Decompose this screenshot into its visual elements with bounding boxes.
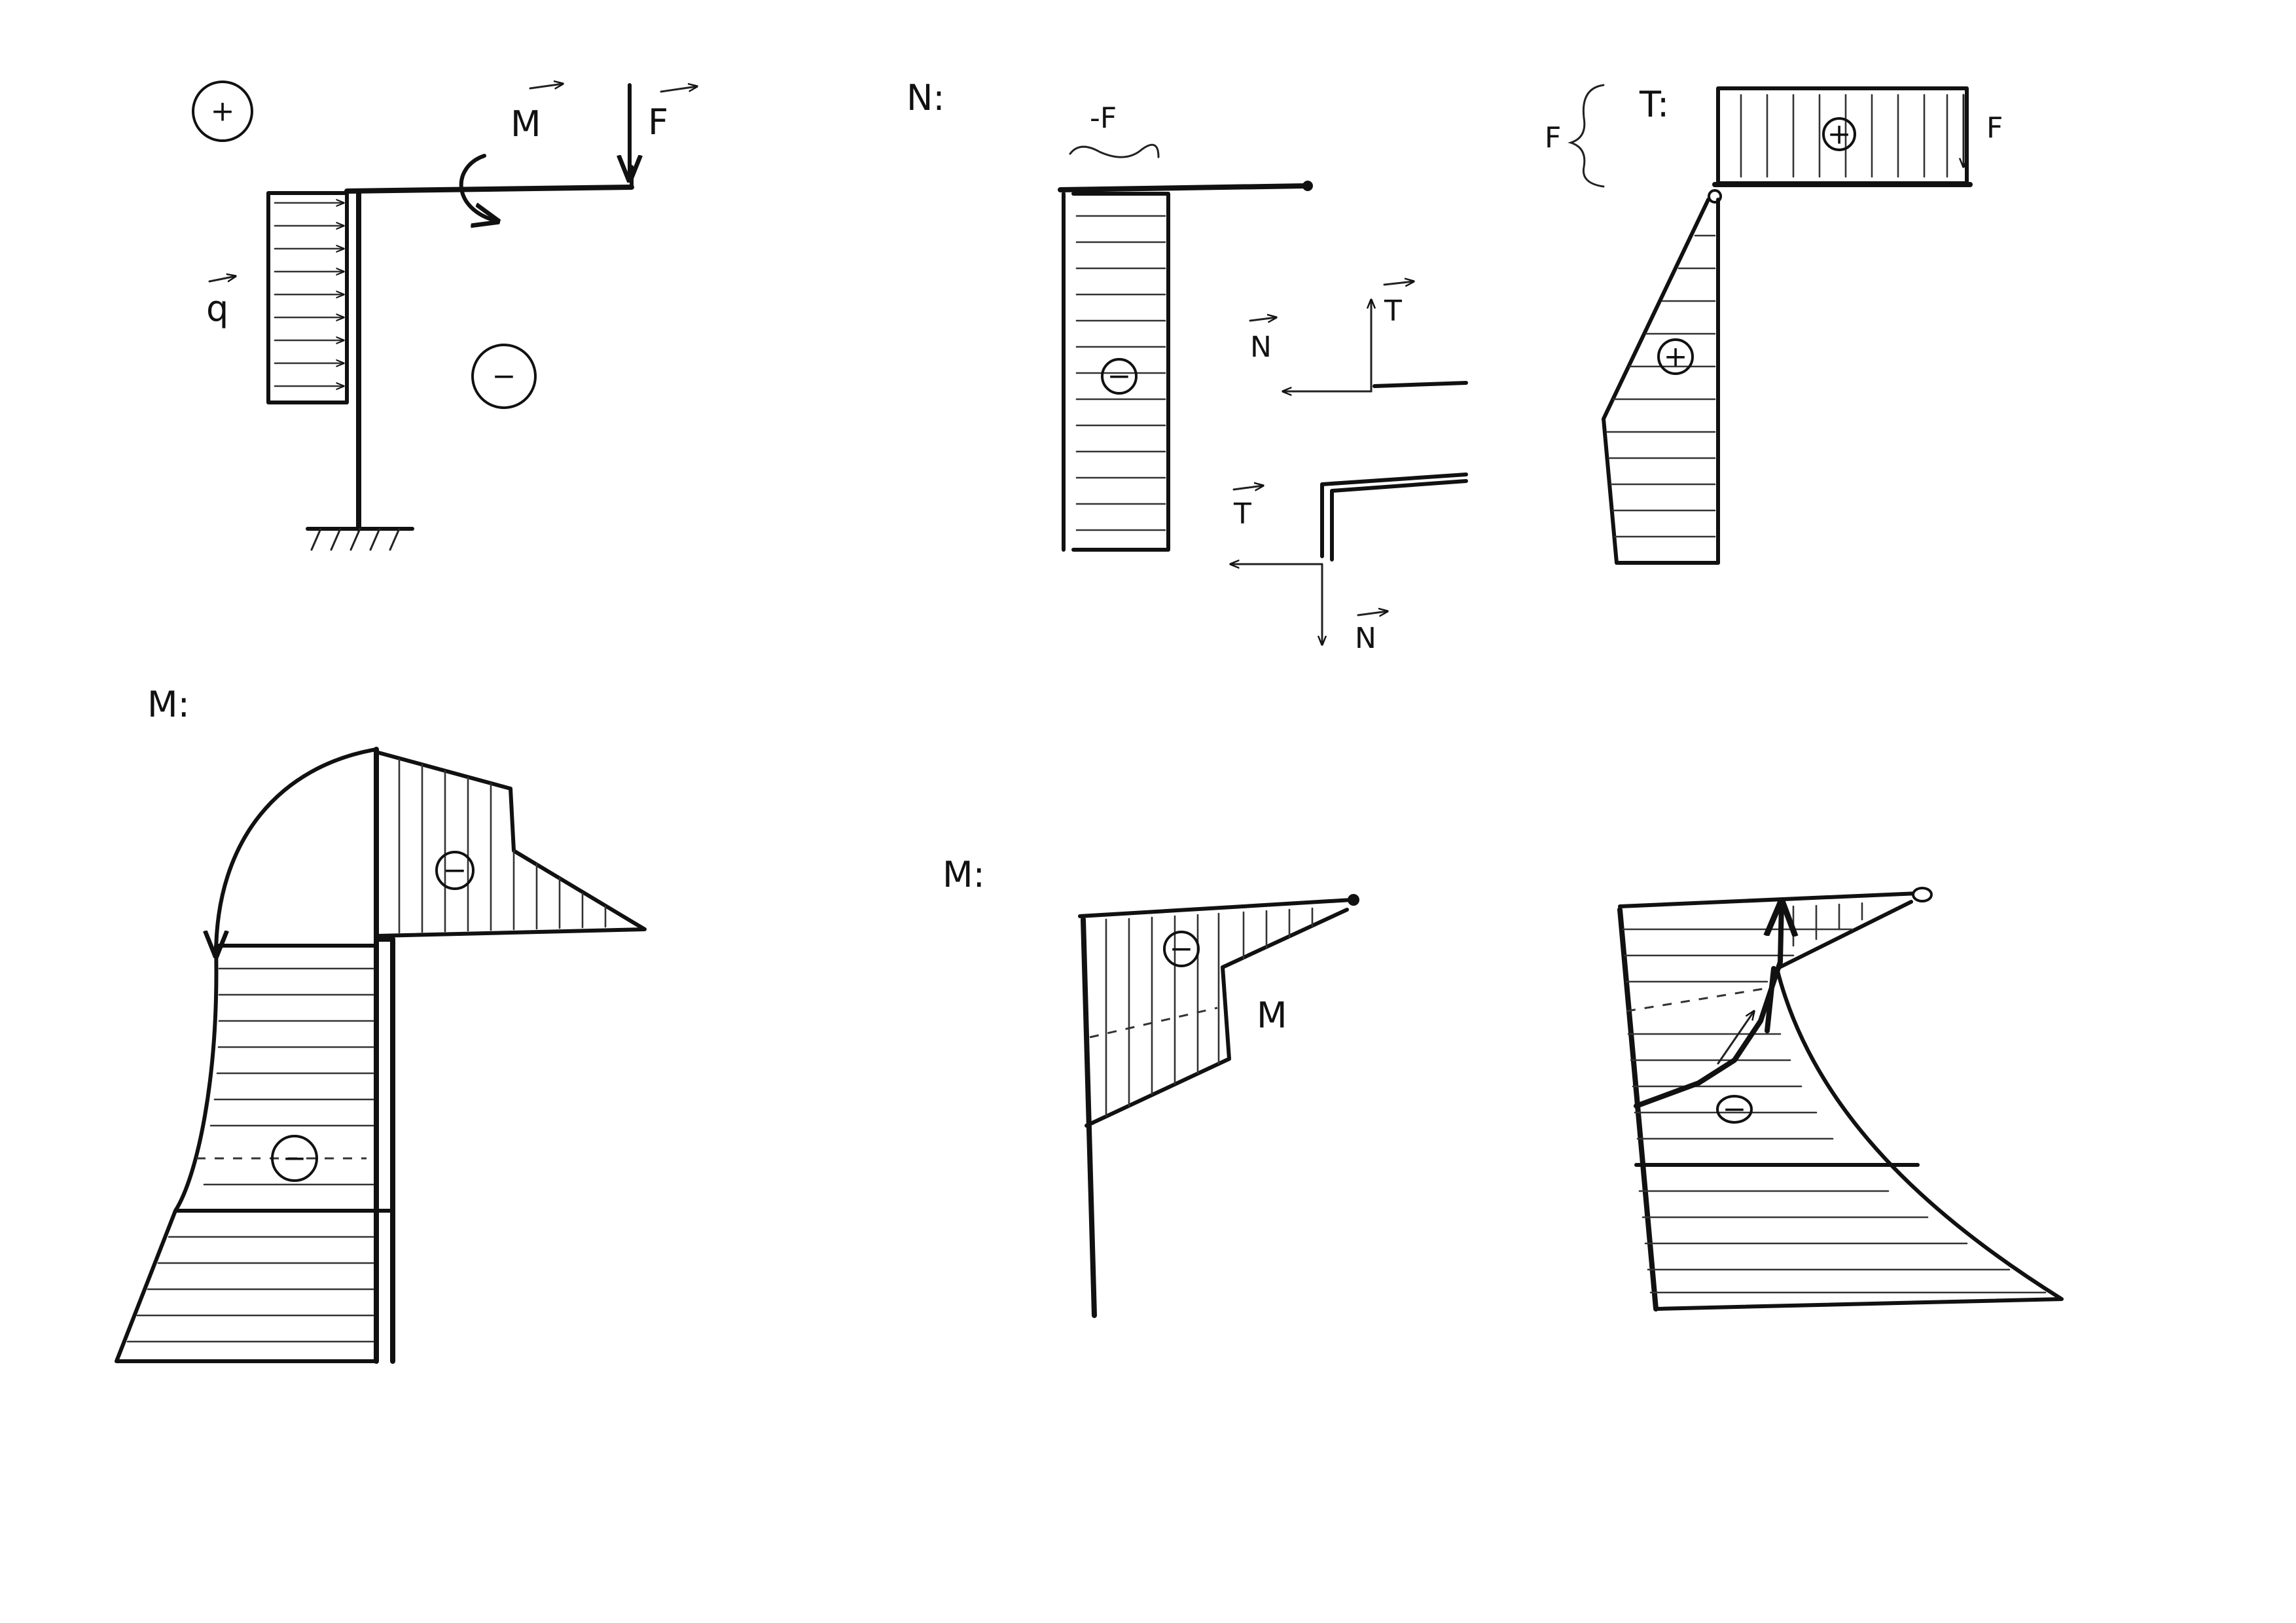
fbd2-T-label: T (1233, 497, 1251, 531)
load-vector-arrow (208, 276, 236, 281)
neg-F-brace (1069, 143, 1160, 158)
M-left-upper-hatch (398, 758, 607, 934)
negative-convention-circle (471, 344, 537, 409)
M-left-upper-sign-circle (435, 851, 475, 890)
T-beam-sign: + (1827, 118, 1852, 151)
M-right-moment-step (1765, 966, 1776, 1033)
moment-diagram-left: M: − − (115, 684, 647, 1364)
T-beam-sign-circle (1822, 117, 1856, 151)
moment-vector-arrow (529, 84, 563, 88)
N-beam (1058, 183, 1308, 192)
moment-arrow (459, 154, 497, 221)
M-left-upper-sign: − (443, 854, 467, 887)
M-mid-sign-circle (1163, 931, 1200, 967)
M-mid-sign: − (1170, 933, 1194, 966)
T-F-brace (1568, 84, 1605, 188)
M-mid-beam (1078, 898, 1354, 918)
negative-convention-sign: − (492, 360, 516, 393)
T-column-diagram (1602, 198, 1720, 565)
M-left-lower-hatch (126, 967, 374, 1343)
normal-diagram-title: N: (906, 77, 945, 118)
M-right-moment-path (1634, 903, 1782, 1109)
moment-label: M (511, 103, 541, 145)
M-mid-dashed-line (1089, 1007, 1218, 1039)
M-right-sign-circle (1716, 1095, 1753, 1124)
M-right-beam-end-node (1912, 887, 1933, 902)
M-left-lower-sign-circle (271, 1135, 318, 1182)
fbd2-N-label: N (1355, 622, 1376, 655)
T-end-F-label: F (1986, 111, 2003, 145)
M-mid-column-axis (1081, 917, 1097, 1318)
T-beam-hatch (1740, 94, 1948, 178)
M-right-column-axis (1617, 907, 1659, 1311)
M-right-sign: − (1723, 1093, 1747, 1126)
M-mid-hatch (1105, 907, 1314, 1117)
T-column-sign: + (1664, 340, 1688, 374)
M-right-dashed-line (1626, 987, 1768, 1012)
shear-force-diagram: F T: + F + (1545, 84, 2003, 565)
M-mid-beam-end-dot (1348, 894, 1359, 906)
T-column-sign-circle (1657, 338, 1694, 375)
moment-diagram-middle: M: − M (942, 854, 1359, 1318)
fbd1-T-label: T (1384, 294, 1402, 328)
N-sign-circle (1101, 358, 1138, 395)
force-vector-arrow (660, 86, 697, 93)
N-hatch (1075, 215, 1166, 531)
M-right-direction-arrow (1717, 1011, 1754, 1065)
N-beam-end-dot (1302, 181, 1313, 191)
M-left-column-edge (376, 936, 395, 1364)
normal-force-diagram: N: -F − N T T N (906, 77, 1468, 655)
N-column-diagram (1071, 192, 1170, 552)
T-F-span-label: F (1545, 121, 1561, 154)
moment-diagram-middle-title: M: (942, 854, 985, 895)
distributed-load-arrows (274, 203, 345, 386)
shear-diagram-title: T: (1639, 84, 1669, 125)
neg-F-label: -F (1090, 101, 1117, 135)
load-label: q (206, 288, 228, 329)
M-right-beam (1618, 891, 1920, 908)
N-sign: − (1107, 360, 1132, 393)
structure-sketch: + − q M F (192, 80, 697, 551)
fbd1-N-label: N (1250, 330, 1272, 364)
positive-convention-sign: + (211, 95, 235, 128)
positive-convention-circle (192, 80, 253, 142)
free-body-corner: T N (1229, 473, 1468, 655)
free-body-beam-end: N T (1249, 281, 1468, 391)
T-column-hatch (1605, 234, 1716, 538)
M-right-envelope (1654, 900, 2064, 1311)
M-left-lower-sign: − (283, 1142, 307, 1175)
fixed-support (306, 527, 414, 551)
M-mid-diagram-edge (1085, 908, 1349, 1128)
moment-diagram-right: − (1617, 887, 2064, 1311)
M-left-rotation-arrow (216, 747, 378, 955)
moment-diagram-left-title: M: (147, 684, 190, 725)
M-mid-moment-label: M (1257, 995, 1287, 1036)
force-label: F (648, 101, 668, 143)
distributed-load-box (266, 191, 349, 404)
beam (344, 185, 634, 194)
M-left-lower-region (115, 944, 378, 1363)
